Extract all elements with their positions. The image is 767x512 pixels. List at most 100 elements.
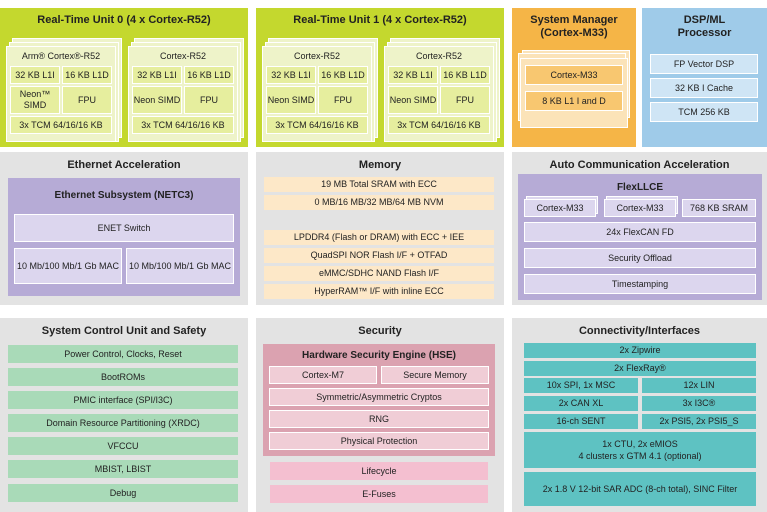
tcm: 3x TCM 64/16/16 KB (388, 116, 490, 134)
pmic-interface: PMIC interface (SPI/I3C) (8, 391, 238, 409)
l1d-cache: 16 KB L1D (62, 66, 112, 84)
rtu0-title: Real-Time Unit 0 (4 x Cortex-R52) (37, 13, 211, 26)
system-manager-title-2: (Cortex-M33) (540, 27, 608, 39)
fpu: FPU (62, 86, 112, 114)
core-name: Arm® Cortex®-R52 (21, 50, 101, 61)
scu-block: System Control Unit and Safety Power Con… (0, 318, 248, 512)
sent: 16-ch SENT (524, 414, 638, 429)
ctu-emios: 1x CTU, 2x eMIOS 4 clusters x GTM 4.1 (o… (524, 432, 756, 468)
rtu0-core-b: Cortex-R52 32 KB L1I 16 KB L1D Neon SIMD… (128, 46, 238, 142)
sar-adc: 2x 1.8 V 12-bit SAR ADC (8-ch total), SI… (524, 472, 756, 506)
flexcan-fd: 24x FlexCAN FD (524, 222, 756, 242)
zipwire: 2x Zipwire (524, 343, 756, 358)
ethernet-title: Ethernet Acceleration (67, 158, 181, 171)
dsp-title-1: DSP/ML (683, 14, 726, 26)
hse-title: Hardware Security Engine (HSE) (302, 349, 456, 361)
lpddr4: LPDDR4 (Flash or DRAM) with ECC + IEE (264, 230, 494, 245)
lifecycle: Lifecycle (270, 462, 488, 480)
vfccu: VFCCU (8, 437, 238, 455)
rtu1-core-a: Cortex-R52 32 KB L1I 16 KB L1D Neon SIMD… (262, 46, 372, 142)
tcm: 3x TCM 64/16/16 KB (266, 116, 368, 134)
fpu: FPU (440, 86, 490, 114)
l1d-cache: 16 KB L1D (318, 66, 368, 84)
connectivity-block: Connectivity/Interfaces 2x Zipwire 2x Fl… (512, 318, 767, 512)
dsp-title-2: Processor (677, 27, 732, 39)
mac-1: 10 Mb/100 Mb/1 Gb MAC (14, 248, 122, 284)
cortex-m33-a: Cortex-M33 (524, 199, 596, 217)
l1d-cache: 16 KB L1D (440, 66, 490, 84)
core-name: Cortex-R52 (293, 50, 340, 61)
bootroms: BootROMs (8, 368, 238, 386)
physical-protection: Physical Protection (269, 432, 489, 450)
l1-cache: 8 KB L1 I and D (525, 91, 623, 111)
llce-sram: 768 KB SRAM (682, 199, 756, 217)
l1d-cache: 16 KB L1D (184, 66, 234, 84)
emmc: eMMC/SDHC NAND Flash I/F (264, 266, 494, 281)
hyperram: HyperRAM™ I/F with inline ECC (264, 284, 494, 299)
debug: Debug (8, 484, 238, 502)
enet-switch: ENET Switch (14, 214, 234, 242)
fpu: FPU (184, 86, 234, 114)
tcm: 3x TCM 64/16/16 KB (10, 116, 112, 134)
rtu0-block: Real-Time Unit 0 (4 x Cortex-R52) Arm® C… (0, 8, 248, 147)
i3c: 3x I3C® (642, 396, 756, 411)
neon-simd: Neon SIMD (132, 86, 182, 114)
secure-memory: Secure Memory (381, 366, 489, 384)
psi5: 2x PSI5, 2x PSI5_S (642, 414, 756, 429)
fpu: FPU (318, 86, 368, 114)
security-title: Security (358, 324, 402, 337)
system-manager-title-1: System Manager (530, 14, 618, 26)
l1i-cache: 32 KB L1I (10, 66, 60, 84)
connectivity-title: Connectivity/Interfaces (578, 324, 701, 337)
spi-msc: 10x SPI, 1x MSC (524, 378, 638, 393)
hse: Hardware Security Engine (HSE) Cortex-M7… (263, 344, 495, 456)
netc3-title: Ethernet Subsystem (NETC3) (54, 189, 194, 201)
system-manager-core: Cortex-M33 8 KB L1 I and D (520, 58, 628, 128)
system-manager-block: System Manager (Cortex-M33) Cortex-M33 8… (512, 8, 636, 147)
rng: RNG (269, 410, 489, 428)
e-fuses: E-Fuses (270, 485, 488, 503)
flexllce-title: FlexLLCE (616, 181, 664, 193)
core-name: Cortex-R52 (159, 50, 206, 61)
rtu1-core-b: Cortex-R52 32 KB L1I 16 KB L1D Neon SIMD… (384, 46, 494, 142)
xrdc: Domain Resource Partitioning (XRDC) (8, 414, 238, 432)
sram: 19 MB Total SRAM with ECC (264, 177, 494, 192)
cryptos: Symmetric/Asymmetric Cryptos (269, 388, 489, 406)
ctu-line-2: 4 clusters x GTM 4.1 (optional) (578, 450, 702, 461)
tcm: TCM 256 KB (650, 102, 758, 122)
l1i-cache: 32 KB L1I (266, 66, 316, 84)
cortex-m33: Cortex-M33 (525, 65, 623, 85)
timestamping: Timestamping (524, 274, 756, 294)
rtu1-title: Real-Time Unit 1 (4 x Cortex-R52) (293, 13, 467, 26)
neon-simd: Neon SIMD (388, 86, 438, 114)
flexray: 2x FlexRay® (524, 361, 756, 376)
core-name: Cortex-R52 (415, 50, 462, 61)
auto-comm-block: Auto Communication Acceleration FlexLLCE… (512, 152, 767, 305)
memory-title: Memory (358, 158, 402, 171)
security-block: Security Hardware Security Engine (HSE) … (256, 318, 504, 512)
memory-block: Memory 19 MB Total SRAM with ECC 0 MB/16… (256, 152, 504, 305)
mbist-lbist: MBIST, LBIST (8, 460, 238, 478)
l1i-cache: 32 KB L1I (388, 66, 438, 84)
rtu1-block: Real-Time Unit 1 (4 x Cortex-R52) Cortex… (256, 8, 504, 147)
security-offload: Security Offload (524, 248, 756, 268)
cortex-m7: Cortex-M7 (269, 366, 377, 384)
lin: 12x LIN (642, 378, 756, 393)
ethernet-subsystem: Ethernet Subsystem (NETC3) ENET Switch 1… (8, 178, 240, 296)
l1i-cache: 32 KB L1I (132, 66, 182, 84)
tcm: 3x TCM 64/16/16 KB (132, 116, 234, 134)
neon-simd: Neon SIMD (266, 86, 316, 114)
scu-title: System Control Unit and Safety (41, 324, 207, 337)
neon-simd: Neon™ SIMD (10, 86, 60, 114)
nvm: 0 MB/16 MB/32 MB/64 MB NVM (264, 195, 494, 210)
auto-comm-title: Auto Communication Acceleration (549, 158, 730, 171)
ctu-line-1: 1x CTU, 2x eMIOS (602, 438, 678, 449)
mac-2: 10 Mb/100 Mb/1 Gb MAC (126, 248, 234, 284)
fp-vector-dsp: FP Vector DSP (650, 54, 758, 74)
quadspi: QuadSPI NOR Flash I/F + OTFAD (264, 248, 494, 263)
cortex-m33-b: Cortex-M33 (604, 199, 676, 217)
ethernet-block: Ethernet Acceleration Ethernet Subsystem… (0, 152, 248, 305)
rtu0-core-a: Arm® Cortex®-R52 32 KB L1I 16 KB L1D Neo… (6, 46, 116, 142)
power-control: Power Control, Clocks, Reset (8, 345, 238, 363)
i-cache: 32 KB I Cache (650, 78, 758, 98)
